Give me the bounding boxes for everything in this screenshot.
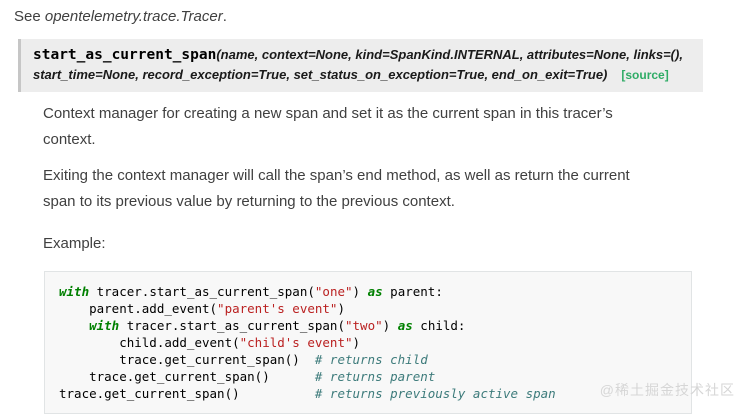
- description-paragraph-1: Context manager for creating a new span …: [43, 105, 613, 148]
- signature-params-1: (name, context=None, kind=SpanKind.INTER…: [216, 47, 683, 62]
- intro-suffix: .: [222, 8, 227, 25]
- signature-line-2: start_time=None, record_exception=True, …: [33, 65, 693, 85]
- watermark: @稀土掘金技术社区: [599, 382, 735, 398]
- code-line: with tracer.start_as_current_span("one")…: [59, 284, 443, 299]
- code-line: child.add_event("child's event"): [59, 335, 361, 350]
- source-link[interactable]: [source]: [621, 68, 669, 82]
- code-line: trace.get_current_span() # returns child: [59, 352, 428, 367]
- example-label: Example:: [43, 235, 106, 252]
- function-signature: start_as_current_span(name, context=None…: [18, 39, 703, 92]
- code-line: parent.add_event("parent's event"): [59, 301, 345, 316]
- code-line: trace.get_current_span() # returns paren…: [59, 369, 436, 384]
- intro-prefix: See: [14, 8, 45, 25]
- code-line: trace.get_current_span() # returns previ…: [59, 386, 556, 401]
- description-paragraph-2: Exiting the context manager will call th…: [43, 167, 630, 210]
- intro-text: See opentelemetry.trace.Tracer.: [14, 8, 741, 25]
- function-name: start_as_current_span: [33, 47, 217, 63]
- code-line: with tracer.start_as_current_span("two")…: [89, 318, 466, 333]
- signature-line-1: start_as_current_span(name, context=None…: [33, 45, 693, 65]
- example-code: with tracer.start_as_current_span("one")…: [59, 283, 677, 402]
- tracer-reference: opentelemetry.trace.Tracer: [44, 8, 223, 25]
- example-code-block: with tracer.start_as_current_span("one")…: [44, 271, 692, 414]
- function-description: Context manager for creating a new span …: [43, 101, 741, 414]
- signature-params-2: start_time=None, record_exception=True, …: [33, 67, 608, 82]
